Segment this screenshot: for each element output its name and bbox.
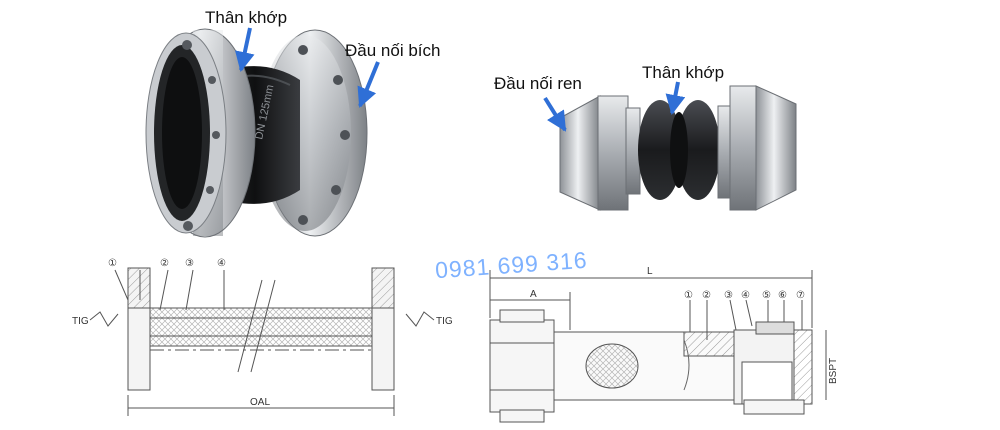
callout-r2: ② [702,290,711,301]
dimension-a: A [530,289,537,300]
arrows [234,27,686,132]
side-mark-right: TIG [436,316,453,327]
callout-1: ① [108,258,117,269]
side-mark-left: TIG [72,316,89,327]
callout-r1: ① [684,290,693,301]
threaded-joint-drawing [489,270,827,423]
label-thread-end: Đầu nối ren [494,74,582,93]
flanged-joint-photo: DN 125mm [145,28,368,238]
label-thread-body: Thân khớp [642,63,725,82]
threaded-joint-photo [559,85,797,211]
arrow-thread-end [543,96,567,132]
callout-2: ② [160,258,169,269]
threaded-drawing-text: L A ① ② ③ ④ ⑤ ⑥ ⑦ BSPT [530,266,839,384]
flanged-joint-drawing [89,267,435,416]
flanged-drawing-text: ① ② ③ ④ OAL TIG TIG [72,258,453,408]
dimension-oal: OAL [250,397,270,408]
arrow-flange-end [357,61,380,108]
arrow-thread-body [665,81,686,115]
dimension-bspt: BSPT [828,358,839,384]
callout-4: ④ [217,258,226,269]
callout-r4: ④ [741,290,750,301]
label-flange-body: Thân khớp [205,8,288,27]
label-flange-end: Đầu nối bích [345,41,441,60]
dimension-l: L [647,266,653,277]
callout-r6: ⑥ [778,290,787,301]
callout-r3: ③ [724,290,733,301]
callout-r7: ⑦ [796,290,805,301]
callout-r5: ⑤ [762,290,771,301]
arrow-flange-body [234,27,255,72]
callout-3: ③ [185,258,194,269]
